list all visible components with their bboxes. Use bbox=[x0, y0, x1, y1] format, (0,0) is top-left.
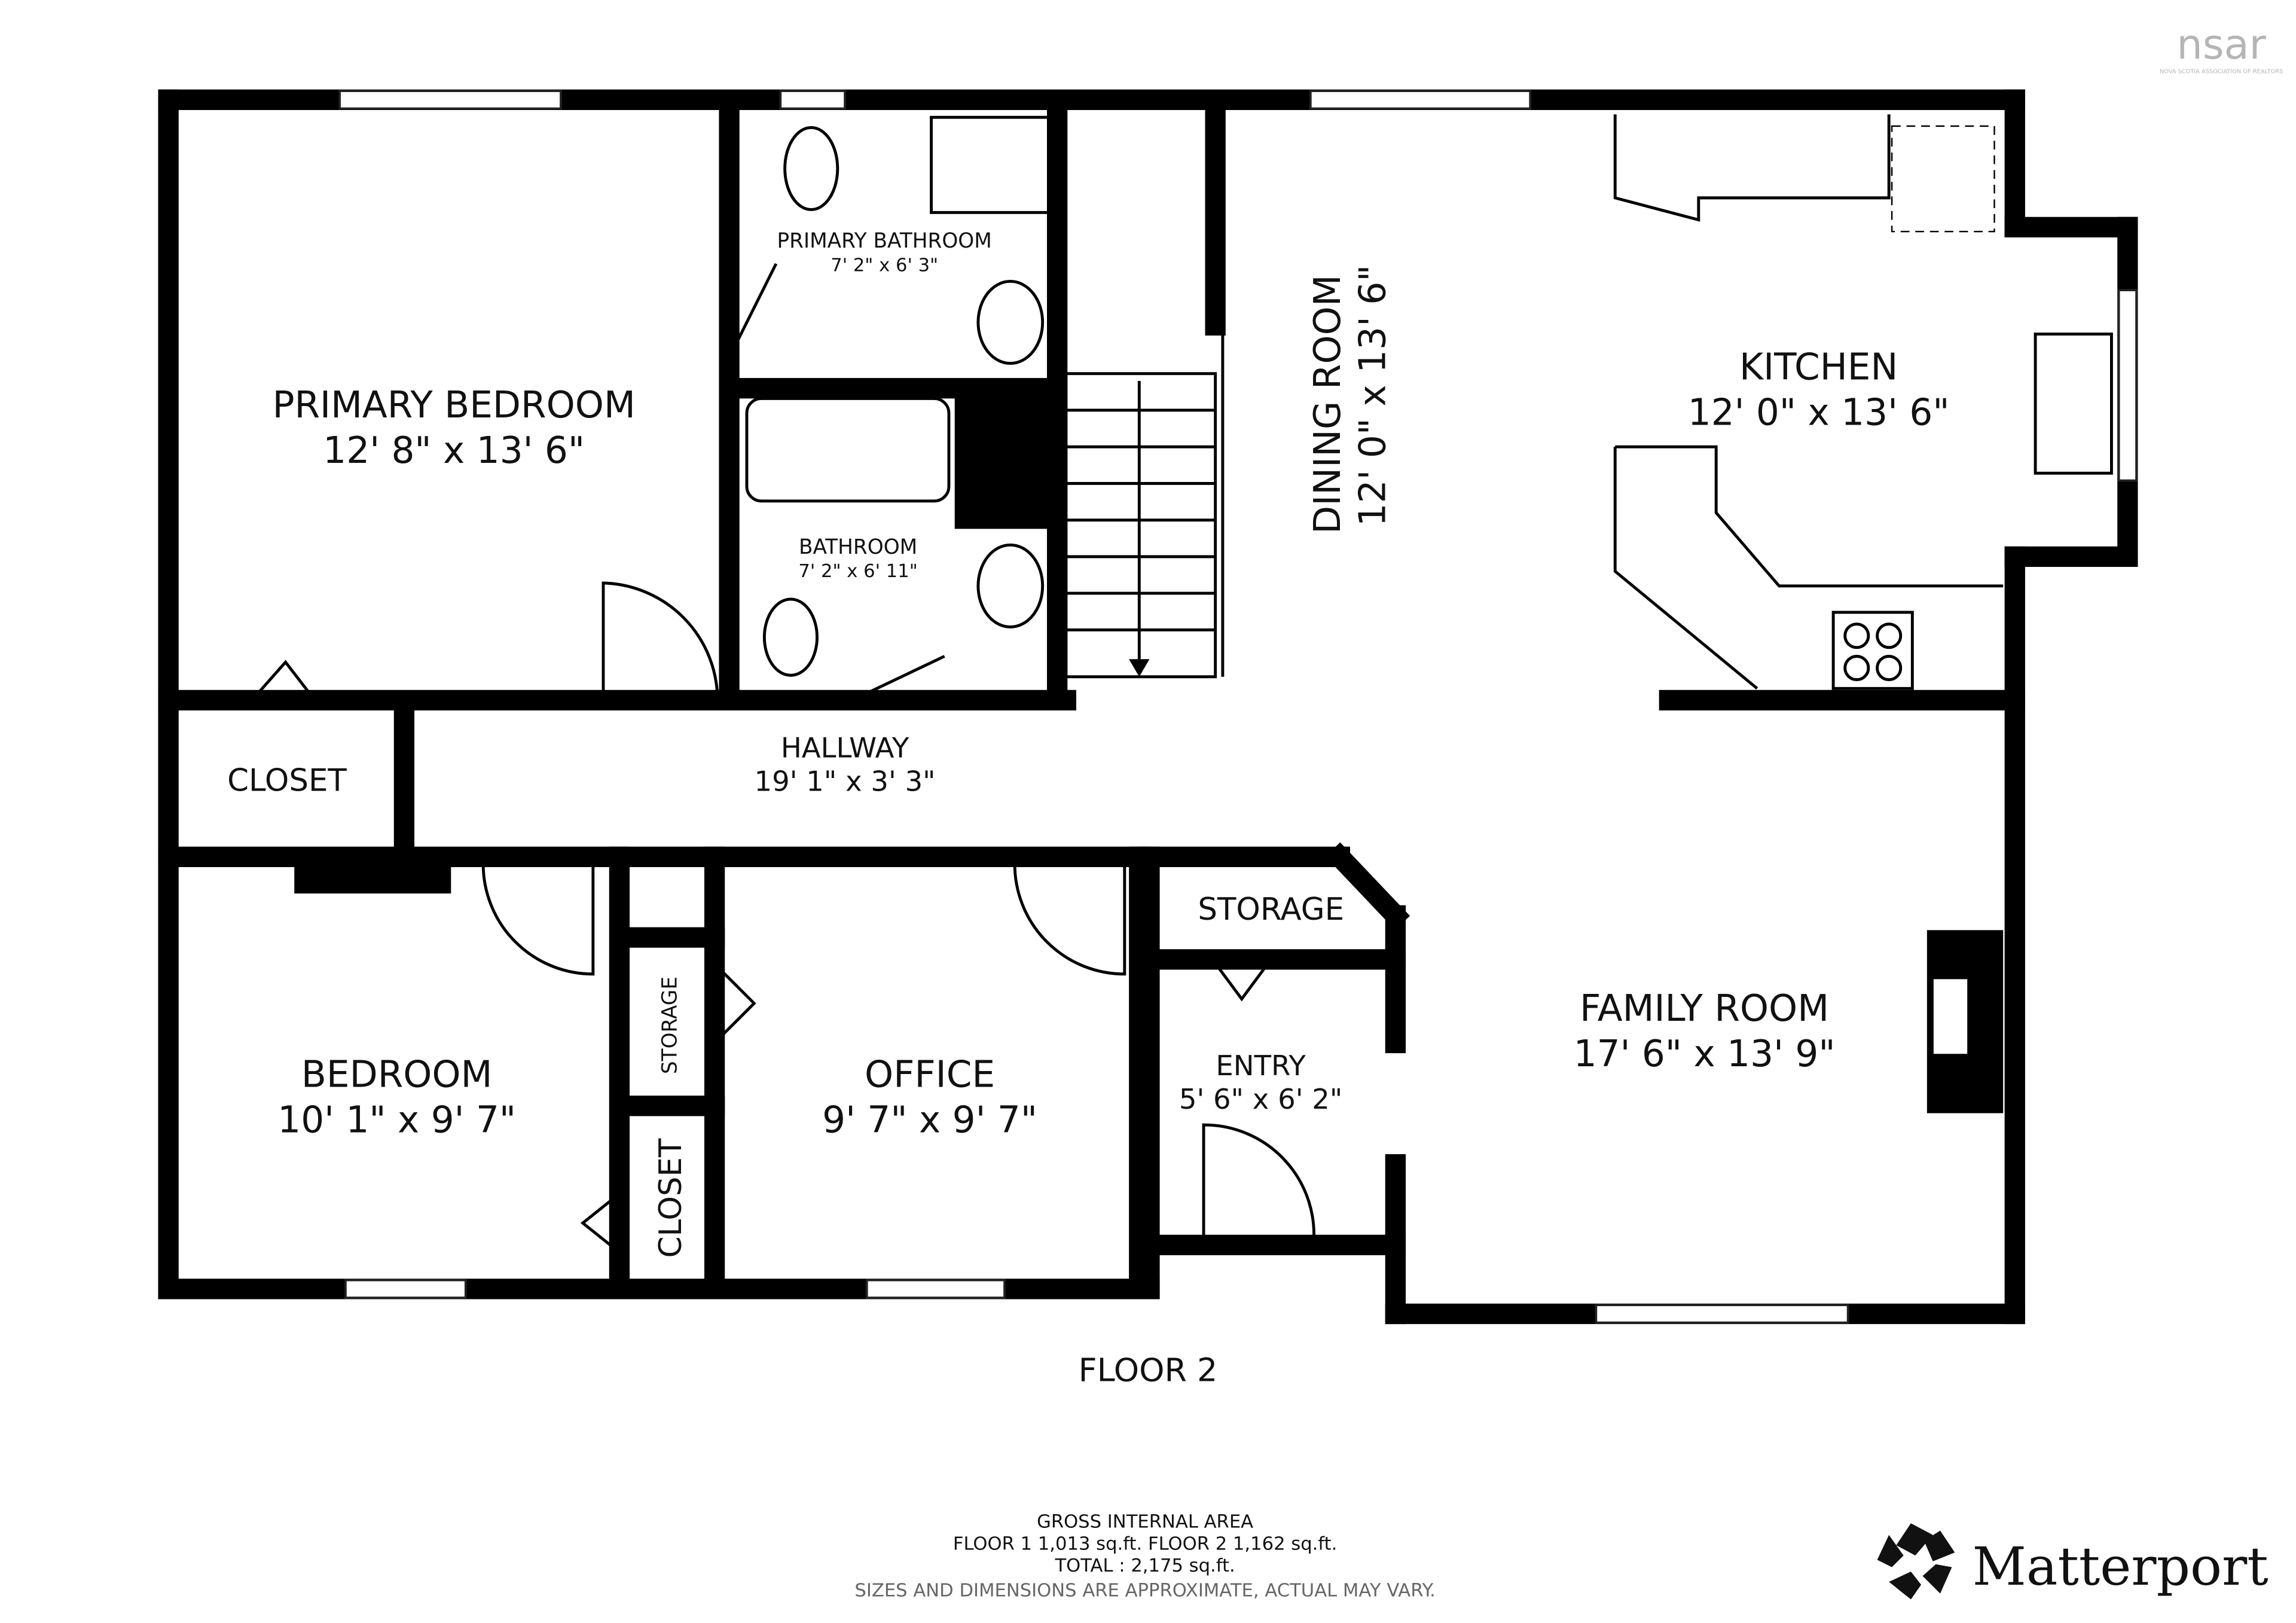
room-dims: 7' 2" x 6' 3" bbox=[831, 255, 938, 276]
room-dims: 19' 1" x 3' 3" bbox=[755, 765, 936, 798]
nsar-logo: nsar NOVA SCOTIA ASSOCIATION OF REALTORS bbox=[2160, 21, 2283, 75]
nsar-wordmark: nsar bbox=[2176, 21, 2266, 69]
stairs bbox=[1064, 372, 1217, 679]
room-dims: 12' 0" x 13' 6" bbox=[1688, 391, 1950, 434]
area-summary: GROSS INTERNAL AREA FLOOR 1 1,013 sq.ft.… bbox=[854, 1512, 1435, 1601]
room-name: CLOSET bbox=[227, 763, 347, 799]
room-dims: 7' 2" x 6' 11" bbox=[798, 561, 917, 582]
room-dims: 5' 6" x 6' 2" bbox=[1179, 1083, 1342, 1115]
matterport-wordmark: Matterport bbox=[1973, 1536, 2268, 1597]
disclaimer: SIZES AND DIMENSIONS ARE APPROXIMATE, AC… bbox=[854, 1581, 1435, 1601]
room-dims: 17' 6" x 13' 9" bbox=[1574, 1033, 1836, 1075]
chimney-block bbox=[954, 388, 1061, 529]
room-dims: 12' 8" x 13' 6" bbox=[323, 429, 585, 472]
room-name: DINING ROOM bbox=[1306, 274, 1349, 533]
room-dims: 12' 0" x 13' 6" bbox=[1352, 265, 1394, 527]
area-floors: FLOOR 1 1,013 sq.ft. FLOOR 2 1,162 sq.ft… bbox=[953, 1533, 1338, 1554]
room-name: BEDROOM bbox=[301, 1053, 493, 1096]
room-name: STORAGE bbox=[658, 977, 682, 1074]
closet-shelf bbox=[294, 864, 451, 894]
windows bbox=[338, 90, 2138, 1324]
floor-label: FLOOR 2 bbox=[1079, 1352, 1218, 1389]
room-name: PRIMARY BATHROOM bbox=[777, 229, 992, 253]
area-heading: GROSS INTERNAL AREA bbox=[1037, 1512, 1253, 1533]
doors bbox=[251, 263, 1315, 1254]
room-name: BATHROOM bbox=[799, 535, 917, 559]
fixtures bbox=[251, 114, 2113, 1254]
room-labels: PRIMARY BEDROOM 12' 8" x 13' 6" PRIMARY … bbox=[227, 229, 1949, 1258]
room-name: PRIMARY BEDROOM bbox=[273, 384, 636, 426]
matterport-logo: Matterport bbox=[1877, 1523, 2268, 1600]
room-name: CLOSET bbox=[653, 1138, 689, 1258]
room-name: FAMILY ROOM bbox=[1580, 987, 1829, 1030]
area-total: TOTAL : 2,175 sq.ft. bbox=[1054, 1555, 1235, 1576]
room-name: ENTRY bbox=[1216, 1050, 1306, 1082]
room-dims: 10' 1" x 9' 7" bbox=[277, 1099, 516, 1141]
walls bbox=[158, 89, 2138, 1325]
nsar-subtitle: NOVA SCOTIA ASSOCIATION OF REALTORS bbox=[2160, 69, 2283, 75]
room-name: HALLWAY bbox=[781, 731, 909, 764]
matterport-icon bbox=[1877, 1523, 1955, 1600]
room-name: STORAGE bbox=[1198, 892, 1344, 928]
room-name: KITCHEN bbox=[1739, 346, 1898, 389]
room-name: OFFICE bbox=[865, 1053, 995, 1096]
room-dims: 9' 7" x 9' 7" bbox=[822, 1099, 1037, 1141]
